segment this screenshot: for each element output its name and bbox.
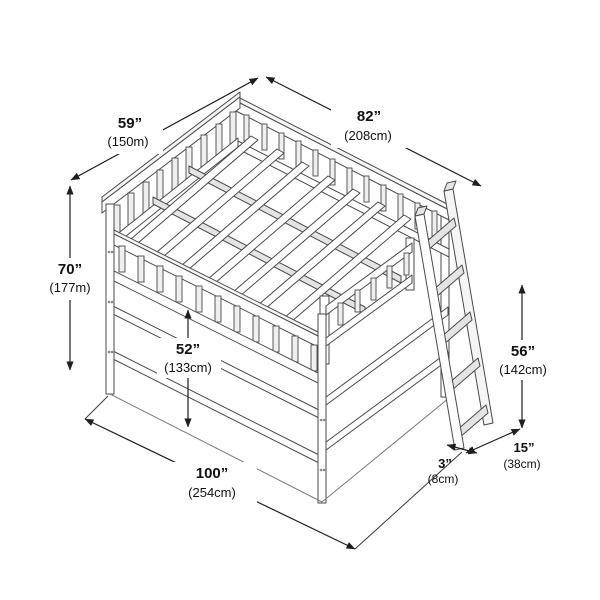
dimension-length-inches: 82” [357, 108, 381, 125]
front-post [317, 313, 327, 504]
dimension-ladder-overhang-inches: 15” [514, 440, 535, 455]
dimension-clearance-metric: (133cm) [164, 360, 212, 375]
dimension-height: 70” (177m) [41, 185, 99, 371]
footboard-slats [337, 252, 410, 326]
dimension-footprint-metric: (254cm) [188, 485, 236, 500]
dimension-ladder-height-inches: 56” [511, 343, 535, 360]
dimension-width-inches: 59” [118, 115, 142, 132]
left-post [105, 203, 115, 395]
dimension-clearance: 52” (133cm) [157, 309, 221, 428]
dimension-ladder-height-metric: (142cm) [499, 362, 547, 377]
ladder [414, 180, 494, 451]
floor-lines [109, 393, 450, 503]
dimension-width-metric: (150m) [107, 134, 148, 149]
dimension-height-metric: (177m) [49, 280, 90, 295]
dimension-length: 82” (208cm) [265, 76, 482, 187]
mattress-slats [130, 135, 412, 323]
footboard [319, 237, 415, 365]
dimension-footprint-inches: 100” [196, 465, 229, 482]
ladder-rungs [424, 217, 489, 439]
dimension-ladder-foot: 3” (8cm) [428, 443, 478, 486]
dimension-footprint: 100” (254cm) [84, 395, 463, 550]
near-guardrail [105, 225, 327, 388]
dimension-ladder-overhang: 15” (38cm) [465, 428, 541, 471]
dimension-ladder-height: 56” (142cm) [489, 284, 557, 429]
dimension-ladder-foot-inches: 3” [438, 456, 452, 471]
dimension-width: 59” (150m) [70, 77, 259, 181]
dimension-ladder-overhang-metric: (38cm) [503, 457, 540, 471]
dimension-length-metric: (208cm) [344, 128, 392, 143]
dimension-height-inches: 70” [58, 261, 82, 278]
dimension-clearance-inches: 52” [176, 341, 200, 358]
dimension-ladder-foot-metric: (8cm) [428, 472, 459, 486]
near-guardrail-slats [118, 245, 318, 372]
